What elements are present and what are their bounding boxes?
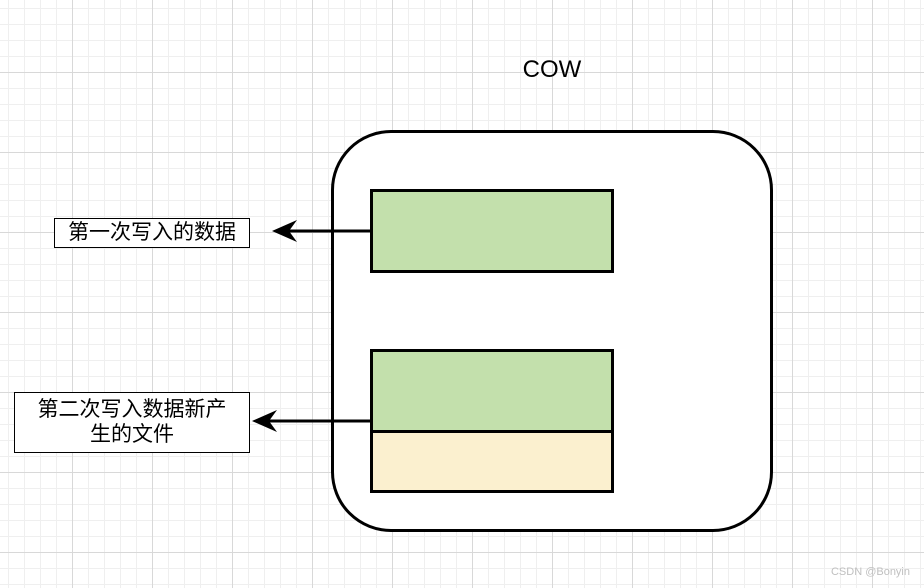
second-write-label: 第二次写入数据新产 生的文件 (14, 392, 250, 453)
second-write-data-block (370, 349, 614, 433)
new-file-block (370, 430, 614, 493)
second-write-label-line1: 第二次写入数据新产 (37, 397, 227, 421)
second-write-label-line2: 生的文件 (90, 422, 174, 446)
first-write-label-text: 第一次写入的数据 (68, 220, 236, 244)
diagram-title: COW (522, 56, 582, 83)
first-write-data-block (370, 189, 614, 273)
first-write-label: 第一次写入的数据 (54, 218, 250, 248)
watermark: CSDN @Bonyin (830, 566, 910, 578)
arrow-first (272, 220, 370, 242)
arrow-second (252, 410, 370, 432)
